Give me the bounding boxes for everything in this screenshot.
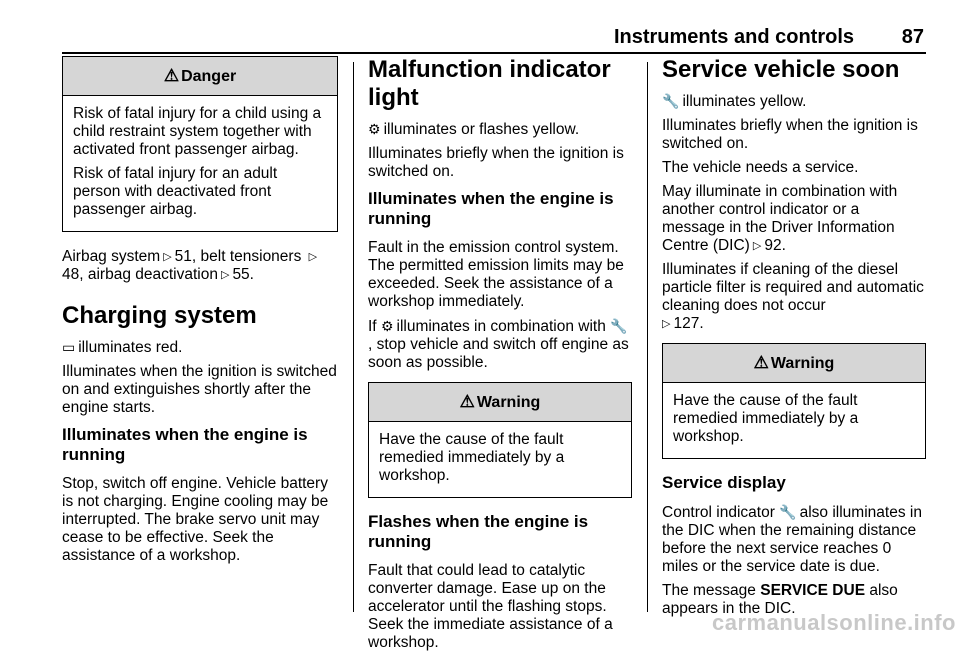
engine-icon: ⚙ bbox=[368, 121, 381, 137]
danger-text-2: Risk of fatal injury for an adult person… bbox=[73, 165, 278, 218]
column-3: Service vehicle soon 🔧illuminates yellow… bbox=[662, 56, 926, 624]
page-link[interactable]: 48, airbag deactivation bbox=[62, 266, 218, 283]
service-text-5: Control indicator 🔧also illuminates in t… bbox=[662, 504, 922, 575]
page-ref-arrow-icon: ▷ bbox=[662, 318, 671, 330]
service-text-2: The vehicle needs a service. bbox=[662, 159, 859, 176]
service-text-6: The message SERVICE DUE also appears in … bbox=[662, 582, 898, 617]
warning-text: Have the cause of the fault remedied imm… bbox=[673, 392, 859, 445]
header-title: Instruments and controls bbox=[613, 26, 854, 48]
charging-heading: Charging system bbox=[62, 302, 257, 329]
warning-text: Have the cause of the fault remedied imm… bbox=[379, 431, 565, 484]
warning-box-header: ⚠Warning bbox=[663, 344, 925, 383]
cross-reference: Airbag system▷51, belt tensioners ▷48, a… bbox=[62, 248, 318, 283]
warning-triangle-icon: ⚠ bbox=[459, 392, 475, 411]
mil-text-4: Fault that could lead to catalytic conve… bbox=[368, 562, 613, 651]
mil-text-2: Fault in the emission control system. Th… bbox=[368, 239, 624, 310]
charging-lamp: ▭illuminates red. bbox=[62, 339, 183, 356]
page-link[interactable]: 127. bbox=[673, 315, 704, 332]
mil-heading: Malfunction indicator light bbox=[368, 56, 611, 111]
mil-lamp: ⚙illuminates or flashes yellow. bbox=[368, 121, 580, 138]
column-divider bbox=[647, 62, 648, 612]
mil-text-1: Illuminates briefly when the ignition is… bbox=[368, 145, 624, 180]
wrench-icon: 🔧 bbox=[779, 504, 797, 520]
page-ref-arrow-icon: ▷ bbox=[163, 251, 172, 263]
watermark: carmanualsonline.info bbox=[712, 610, 956, 635]
page-ref-arrow-icon: ▷ bbox=[220, 269, 230, 281]
danger-title: Danger bbox=[181, 68, 237, 85]
page-link[interactable]: 51, belt tensioners bbox=[174, 248, 302, 265]
column-1: ⚠Danger Risk of fatal injury for a child… bbox=[62, 56, 338, 571]
danger-text-1: Risk of fatal injury for a child using a… bbox=[73, 105, 322, 158]
mil-subheading-2: Flashes when the engine is running bbox=[368, 512, 589, 551]
page-header: Instruments and controls 87 bbox=[62, 22, 926, 54]
battery-icon: ▭ bbox=[62, 339, 76, 355]
mil-text-3: If ⚙illuminates in combination with 🔧, s… bbox=[368, 318, 629, 371]
wrench-car-icon: 🔧 bbox=[610, 318, 628, 334]
charging-text-1: Illuminates when the ignition is switche… bbox=[62, 363, 337, 416]
service-text-4: Illuminates if cleaning of the diesel pa… bbox=[662, 261, 924, 332]
mil-subheading-1: Illuminates when the engine is running bbox=[368, 189, 614, 228]
service-heading: Service vehicle soon bbox=[662, 56, 900, 83]
service-display-heading: Service display bbox=[662, 473, 786, 492]
danger-box-header: ⚠Danger bbox=[63, 57, 337, 96]
page-link[interactable]: 55. bbox=[232, 266, 254, 283]
service-text-1: Illuminates briefly when the ignition is… bbox=[662, 117, 918, 152]
service-lamp: 🔧illuminates yellow. bbox=[662, 93, 807, 110]
charging-text-2: Stop, switch off engine. Vehicle battery… bbox=[62, 475, 329, 564]
column-divider bbox=[353, 62, 354, 612]
service-text-3: May illuminate in combination with anoth… bbox=[662, 183, 898, 254]
warning-triangle-icon: ⚠ bbox=[753, 353, 769, 372]
page-number: 87 bbox=[901, 26, 924, 48]
page-ref-arrow-icon: ▷ bbox=[308, 251, 318, 263]
warning-triangle-icon: ⚠ bbox=[163, 66, 180, 85]
engine-icon: ⚙ bbox=[380, 318, 394, 334]
warning-box: ⚠Warning Have the cause of the fault rem… bbox=[368, 382, 632, 498]
warning-box-header: ⚠Warning bbox=[369, 383, 631, 422]
charging-subheading: Illuminates when the engine is running bbox=[62, 425, 308, 464]
page-ref-arrow-icon: ▷ bbox=[752, 240, 762, 252]
warning-box: ⚠Warning Have the cause of the fault rem… bbox=[662, 343, 926, 459]
danger-box: ⚠Danger Risk of fatal injury for a child… bbox=[62, 56, 338, 232]
page-link[interactable]: 92. bbox=[764, 237, 786, 254]
column-2: Malfunction indicator light ⚙illuminates… bbox=[368, 56, 632, 658]
wrench-car-icon: 🔧 bbox=[662, 93, 680, 109]
